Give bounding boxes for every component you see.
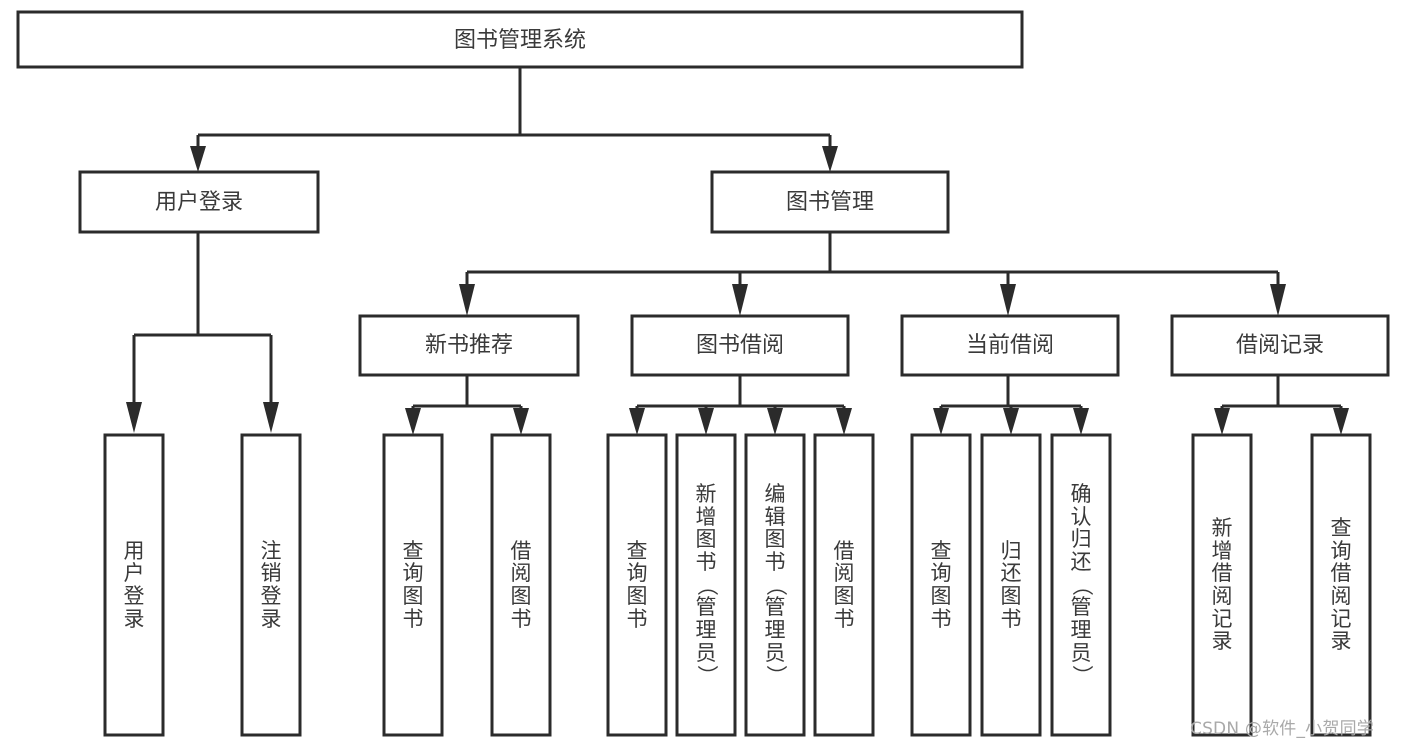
arrowhead-leaf-u2	[263, 402, 279, 433]
connectors-root-to-level2	[190, 67, 838, 172]
node-box-leaf-book-borrow-2[interactable]	[744, 433, 806, 737]
node-box-leaf-book-borrow-3[interactable]	[813, 433, 875, 737]
arrowhead-nb1	[405, 408, 421, 435]
node-box-leaf-book-borrow-0[interactable]	[606, 433, 668, 737]
node-label-new-book-recommend: 新书推荐	[425, 333, 513, 358]
arrowhead-user-login	[190, 146, 206, 172]
node-box-new-book-recommend[interactable]	[358, 314, 580, 377]
node-box-leaf-new-book-1[interactable]	[490, 433, 552, 737]
arrowhead-cb3	[1073, 408, 1089, 435]
node-label-root: 图书管理系统	[454, 28, 586, 53]
node-box-leaf-book-borrow-1[interactable]	[675, 433, 737, 737]
connectors-book-borrow-to-leaves	[629, 375, 852, 435]
node-box-book-borrow[interactable]	[630, 314, 850, 377]
arrowhead-nb2	[513, 408, 529, 435]
arrowhead-l3-1	[459, 284, 475, 316]
node-box-leaf-current-borrow-2[interactable]	[1050, 433, 1112, 737]
arrowhead-bb4	[836, 408, 852, 435]
node-box-borrow-record[interactable]	[1170, 314, 1390, 377]
node-box-leaf-user-login-1[interactable]	[240, 433, 302, 737]
connectors-new-book-to-leaves	[405, 375, 529, 435]
connectors-book-manage-to-level3	[459, 232, 1286, 316]
arrowhead-l3-3	[1000, 284, 1016, 316]
node-label-book-borrow: 图书借阅	[696, 333, 784, 358]
node-label-book-manage: 图书管理	[786, 190, 874, 215]
node-label-current-borrow: 当前借阅	[966, 333, 1054, 358]
node-box-user-login[interactable]	[78, 170, 320, 234]
connectors-user-login-to-leaves	[126, 232, 279, 433]
arrowhead-bb1	[629, 408, 645, 435]
arrowhead-leaf-u1	[126, 402, 142, 433]
node-label-user-login: 用户登录	[155, 190, 243, 215]
arrowhead-br1	[1214, 408, 1230, 435]
arrowhead-bb2	[698, 408, 714, 435]
connectors-borrow-record-to-leaves	[1214, 375, 1349, 435]
arrowhead-cb2	[1003, 408, 1019, 435]
arrowhead-cb1	[933, 408, 949, 435]
node-box-leaf-borrow-record-0[interactable]	[1191, 433, 1253, 737]
node-box-root[interactable]	[16, 10, 1024, 69]
node-box-book-manage[interactable]	[710, 170, 950, 234]
arrowhead-l3-4	[1270, 284, 1286, 316]
arrowhead-bb3	[767, 408, 783, 435]
node-label-borrow-record: 借阅记录	[1236, 333, 1324, 358]
watermark-csdn: CSDN @软件_小贺同学	[1190, 719, 1374, 739]
node-box-leaf-current-borrow-1[interactable]	[980, 433, 1042, 737]
node-box-leaf-current-borrow-0[interactable]	[910, 433, 972, 737]
arrowhead-book-manage	[822, 146, 838, 172]
node-box-leaf-borrow-record-1[interactable]	[1310, 433, 1372, 737]
node-box-leaf-new-book-0[interactable]	[382, 433, 444, 737]
node-box-leaf-user-login-0[interactable]	[103, 433, 165, 737]
arrowhead-l3-2	[732, 284, 748, 316]
node-box-current-borrow[interactable]	[900, 314, 1120, 377]
arrowhead-br2	[1333, 408, 1349, 435]
connectors-current-borrow-to-leaves	[933, 375, 1089, 435]
